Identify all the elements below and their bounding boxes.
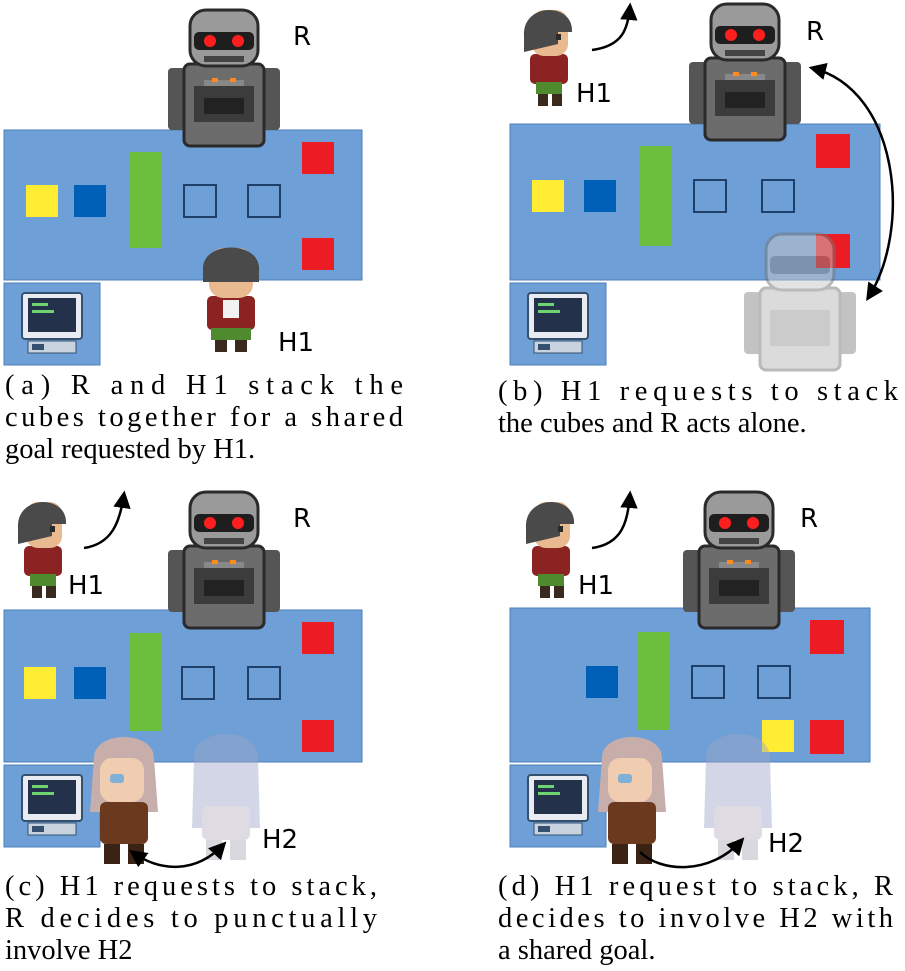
human-h2-ghost-icon — [192, 734, 260, 860]
human-h1-icon — [202, 247, 260, 352]
cube-yellow — [762, 720, 794, 752]
move-arrow — [129, 841, 227, 869]
robot-label: R — [800, 504, 818, 534]
cube-red — [810, 720, 844, 754]
panel-b: R H1 (b) H1 requests to stack the cubes … — [498, 2, 905, 439]
caption-a: (a) R and H1 stack the cubes together fo… — [5, 370, 414, 465]
caption-line: a shared goal. — [498, 935, 655, 966]
empty-slot — [691, 665, 725, 699]
robot-label: R — [293, 504, 311, 534]
caption-line: (a) R and H1 stack the — [5, 370, 403, 401]
caption-line: goal requested by H1. — [5, 434, 255, 465]
panel-c: R H1 H2 (c) H1 requests to stack, R deci… — [3, 490, 386, 966]
panel-a: R H1 (a) R and H1 stack the cubes togeth… — [3, 8, 414, 465]
move-arrow — [639, 837, 745, 869]
cube-red — [302, 720, 334, 752]
block-green — [638, 632, 670, 730]
block-green — [130, 633, 162, 731]
caption-line: (d) H1 request to stack, R — [498, 871, 893, 902]
block-green — [130, 152, 162, 248]
caption-line: cubes together for a shared — [5, 402, 403, 433]
cube-red — [810, 620, 844, 654]
panel-d: R H1 H2 (d) H1 request to stack, R decid… — [498, 490, 901, 966]
empty-slot — [757, 665, 791, 699]
human-label: H1 — [576, 79, 612, 109]
caption-b: (b) H1 requests to stack the cubes and R… — [498, 376, 905, 439]
human-label: H2 — [768, 829, 804, 859]
human-label: H1 — [68, 571, 104, 601]
cube-red — [302, 238, 334, 270]
empty-slot — [693, 179, 727, 213]
robot-icon — [681, 490, 797, 630]
caption-line: the cubes and R acts alone. — [498, 408, 807, 439]
human-label: H1 — [578, 571, 614, 601]
cube-blue — [584, 180, 616, 212]
empty-slot — [247, 184, 281, 218]
computer-icon — [3, 764, 101, 848]
robot-icon — [687, 2, 803, 142]
cube-yellow — [532, 180, 564, 212]
leave-arrow — [83, 490, 131, 550]
robot-icon — [166, 490, 282, 630]
cube-blue — [586, 666, 618, 698]
caption-line: R decides to punctually — [5, 903, 378, 934]
caption-line: (c) H1 requests to stack, — [5, 871, 377, 902]
human-h1-icon — [523, 9, 573, 106]
leave-arrow — [591, 2, 638, 52]
empty-slot — [761, 179, 795, 213]
block-green — [640, 146, 672, 246]
caption-line: (b) H1 requests to stack — [498, 376, 899, 407]
caption-c: (c) H1 requests to stack, R decides to p… — [5, 871, 386, 966]
caption-line: decides to involve H2 with — [498, 903, 893, 934]
leave-arrow — [591, 490, 638, 550]
cube-red — [302, 142, 334, 174]
caption-d: (d) H1 request to stack, R decides to in… — [498, 871, 901, 966]
robot-label: R — [806, 17, 824, 47]
empty-slot — [247, 666, 281, 700]
cube-blue — [74, 667, 106, 699]
robot-label: R — [293, 22, 311, 52]
robot-icon — [166, 8, 282, 148]
cube-yellow — [24, 667, 56, 699]
move-arrow — [808, 62, 894, 301]
computer-icon — [3, 282, 101, 366]
cube-red — [816, 134, 850, 168]
human-h2-ghost-icon — [704, 734, 772, 860]
computer-icon — [509, 764, 607, 848]
empty-slot — [181, 666, 215, 700]
cube-blue — [74, 185, 106, 217]
cube-yellow — [26, 185, 58, 217]
human-h1-icon — [17, 501, 67, 598]
human-label: H2 — [262, 825, 298, 855]
empty-slot — [183, 184, 217, 218]
human-label: H1 — [278, 328, 314, 358]
computer-icon — [509, 282, 607, 366]
human-h1-icon — [525, 501, 575, 598]
caption-line: involve H2 — [5, 935, 132, 966]
human-h2-icon — [598, 737, 666, 864]
cube-red — [302, 622, 334, 654]
